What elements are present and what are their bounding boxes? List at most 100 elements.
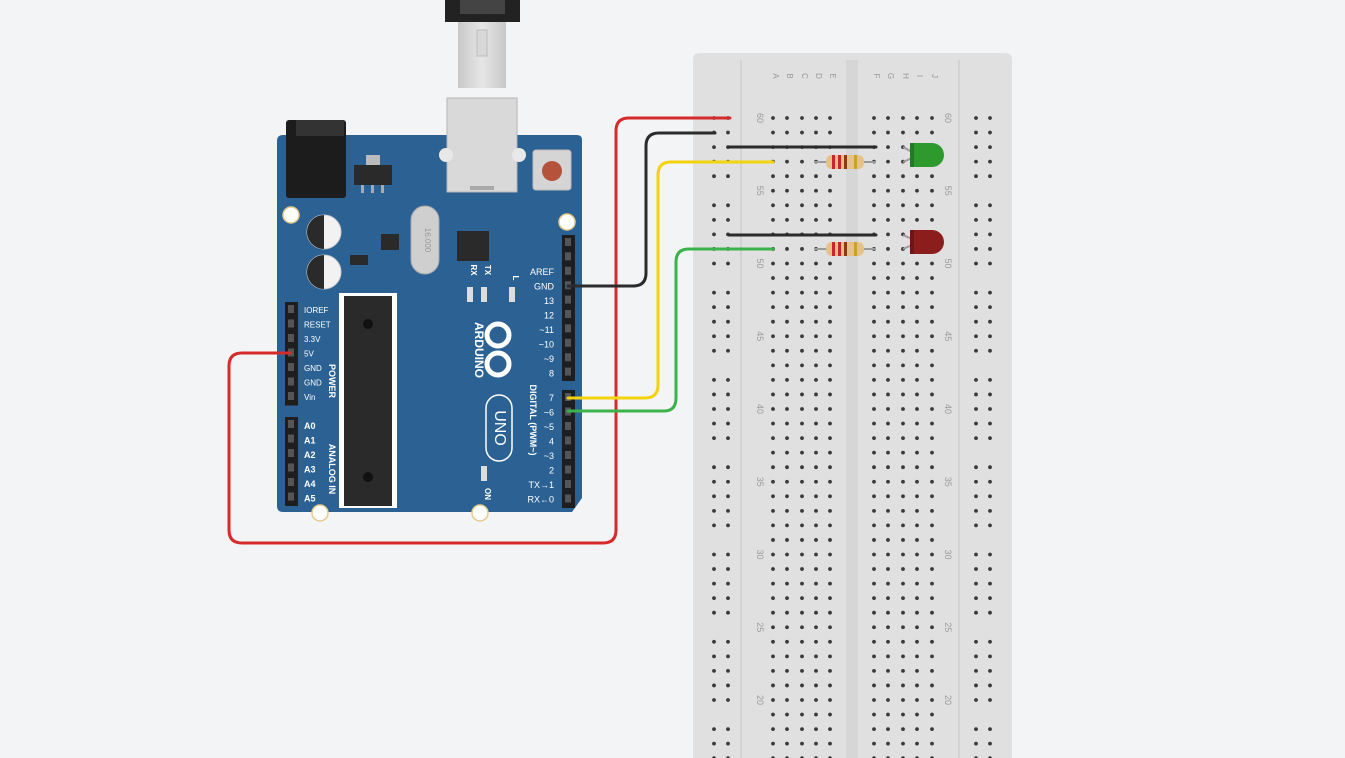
breadboard-hole[interactable] — [800, 436, 804, 440]
breadboard-hole[interactable] — [930, 348, 934, 353]
breadboard-hole[interactable] — [872, 217, 876, 222]
breadboard-hole[interactable] — [915, 174, 919, 179]
breadboard-hole[interactable] — [886, 305, 890, 310]
rail-hole[interactable] — [974, 334, 978, 339]
breadboard-hole[interactable] — [828, 407, 832, 411]
breadboard-hole[interactable] — [785, 116, 789, 120]
rail-hole[interactable] — [726, 334, 730, 339]
rail-hole[interactable] — [712, 494, 716, 499]
breadboard-hole[interactable] — [872, 378, 876, 382]
breadboard-hole[interactable] — [901, 712, 905, 717]
breadboard-hole[interactable] — [915, 581, 919, 586]
rail-hole[interactable] — [988, 465, 992, 470]
reset-button[interactable] — [532, 149, 572, 191]
breadboard-hole[interactable] — [872, 508, 876, 513]
breadboard-hole[interactable] — [800, 508, 804, 513]
breadboard-hole[interactable] — [901, 116, 905, 120]
header-pin[interactable] — [565, 480, 571, 488]
breadboard-hole[interactable] — [828, 392, 832, 397]
breadboard-hole[interactable] — [828, 348, 832, 353]
breadboard-hole[interactable] — [828, 596, 832, 601]
rail-hole[interactable] — [712, 421, 716, 426]
rail-hole[interactable] — [988, 523, 992, 528]
breadboard-hole[interactable] — [785, 698, 789, 702]
breadboard-hole[interactable] — [800, 741, 804, 746]
breadboard-hole[interactable] — [901, 407, 905, 411]
power-jack[interactable] — [286, 120, 346, 198]
breadboard-hole[interactable] — [930, 683, 934, 688]
rail-hole[interactable] — [726, 654, 730, 659]
header-pin[interactable] — [288, 334, 294, 342]
rail-hole[interactable] — [988, 741, 992, 746]
breadboard-hole[interactable] — [872, 407, 876, 411]
rail-hole[interactable] — [726, 727, 730, 731]
breadboard-hole[interactable] — [828, 494, 832, 499]
wire-5v-red[interactable] — [227, 116, 732, 545]
breadboard-hole[interactable] — [872, 290, 876, 295]
breadboard-hole[interactable] — [828, 669, 832, 673]
breadboard-hole[interactable] — [814, 639, 818, 644]
breadboard-hole[interactable] — [785, 276, 789, 280]
breadboard-hole[interactable] — [814, 625, 818, 630]
rail-hole[interactable] — [988, 203, 992, 208]
breadboard-hole[interactable] — [828, 174, 832, 179]
rail-hole[interactable] — [974, 683, 978, 688]
header-pin[interactable] — [565, 338, 571, 347]
breadboard-hole[interactable] — [930, 538, 934, 542]
breadboard-hole[interactable] — [872, 639, 876, 644]
breadboard-hole[interactable] — [814, 712, 818, 717]
breadboard-hole[interactable] — [785, 421, 789, 426]
breadboard-hole[interactable] — [828, 698, 832, 702]
breadboard-hole[interactable] — [800, 348, 804, 353]
breadboard-hole[interactable] — [901, 741, 905, 746]
breadboard-hole[interactable] — [814, 683, 818, 688]
rail-hole[interactable] — [988, 407, 992, 411]
breadboard-hole[interactable] — [915, 392, 919, 397]
rail-hole[interactable] — [712, 741, 716, 746]
breadboard-hole[interactable] — [886, 712, 890, 717]
breadboard-hole[interactable] — [800, 407, 804, 411]
rail-hole[interactable] — [974, 174, 978, 179]
breadboard-hole[interactable] — [872, 494, 876, 499]
breadboard-hole[interactable] — [930, 130, 934, 135]
breadboard-hole[interactable] — [785, 348, 789, 353]
breadboard-hole[interactable] — [814, 203, 818, 208]
breadboard-hole[interactable] — [901, 188, 905, 193]
rail-hole[interactable] — [712, 305, 716, 310]
rail-hole[interactable] — [712, 334, 716, 339]
breadboard-hole[interactable] — [915, 261, 919, 266]
breadboard-hole[interactable] — [915, 436, 919, 440]
breadboard-hole[interactable] — [886, 159, 890, 164]
components[interactable] — [814, 143, 944, 256]
breadboard-hole[interactable] — [828, 450, 832, 455]
breadboard-hole[interactable] — [886, 625, 890, 630]
rail-hole[interactable] — [712, 610, 716, 615]
breadboard-hole[interactable] — [771, 116, 775, 120]
breadboard-hole[interactable] — [886, 669, 890, 673]
rail-hole[interactable] — [712, 392, 716, 397]
breadboard-hole[interactable] — [828, 610, 832, 615]
breadboard-hole[interactable] — [930, 508, 934, 513]
rail-hole[interactable] — [974, 319, 978, 324]
rail-hole[interactable] — [974, 290, 978, 295]
rail-hole[interactable] — [726, 348, 730, 353]
breadboard-hole[interactable] — [872, 450, 876, 455]
breadboard-hole[interactable] — [800, 130, 804, 135]
breadboard-hole[interactable] — [930, 188, 934, 193]
breadboard-hole[interactable] — [872, 203, 876, 208]
breadboard-hole[interactable] — [915, 363, 919, 368]
breadboard-hole[interactable] — [872, 523, 876, 528]
breadboard-hole[interactable] — [814, 450, 818, 455]
breadboard-hole[interactable] — [886, 261, 890, 266]
rail-hole[interactable] — [974, 523, 978, 528]
rail-hole[interactable] — [988, 392, 992, 397]
rail-hole[interactable] — [726, 552, 730, 557]
breadboard-hole[interactable] — [872, 625, 876, 630]
breadboard-hole[interactable] — [785, 392, 789, 397]
breadboard-hole[interactable] — [872, 654, 876, 659]
breadboard-hole[interactable] — [930, 669, 934, 673]
breadboard-hole[interactable] — [800, 610, 804, 615]
breadboard-hole[interactable] — [886, 421, 890, 426]
breadboard-hole[interactable] — [814, 407, 818, 411]
breadboard-hole[interactable] — [771, 698, 775, 702]
